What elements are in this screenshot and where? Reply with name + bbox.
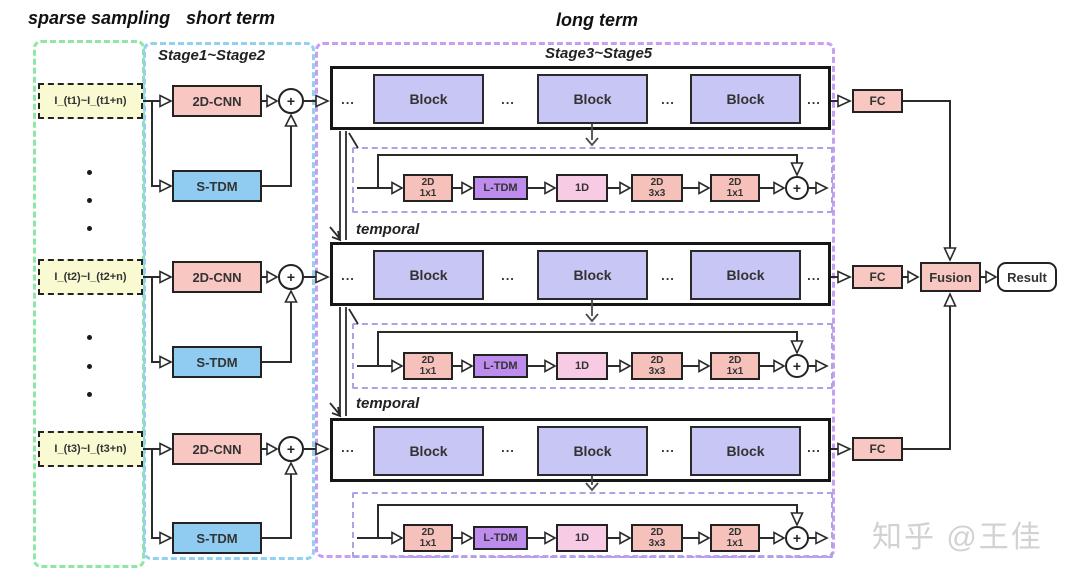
- ellipsis-dot: [87, 335, 92, 340]
- conv-2d-1x1-out-box: 2D 1x1: [710, 524, 760, 552]
- conv-2d-1x1-in-box: 2D 1x1: [403, 352, 453, 380]
- title-sparse-sampling: sparse sampling: [28, 8, 171, 28]
- ellipsis: ...: [341, 268, 355, 283]
- conv-label-top: 2D: [650, 354, 664, 366]
- block-box: Block: [690, 250, 801, 300]
- ellipsis: ...: [661, 92, 675, 107]
- add-circle-sub-2: +: [785, 354, 809, 378]
- ltdm-box: L-TDM: [473, 176, 528, 200]
- block-box: Block: [373, 250, 484, 300]
- conv-label-top: 2D: [421, 354, 435, 366]
- block-box: Block: [373, 426, 484, 476]
- conv-2d-1x1-out-box: 2D 1x1: [710, 174, 760, 202]
- stage-label-long: Stage3~Stage5: [545, 45, 653, 62]
- ellipsis: ...: [807, 92, 821, 107]
- block-box: Block: [537, 74, 648, 124]
- ellipsis-dot: [87, 392, 92, 397]
- ellipsis: ...: [341, 92, 355, 107]
- add-circle-3: +: [278, 436, 304, 462]
- conv-1d-box: 1D: [556, 524, 608, 552]
- add-circle-sub-1: +: [785, 176, 809, 200]
- result-box: Result: [997, 262, 1057, 292]
- conv-label-bottom: 1x1: [726, 187, 744, 199]
- conv-2d-3x3-box: 2D 3x3: [631, 352, 683, 380]
- stdm-box-1: S-TDM: [172, 170, 262, 202]
- input-frames-box-1: I_(t1)~I_(t1+n): [38, 83, 143, 119]
- conv-label-top: 2D: [728, 354, 742, 366]
- conv-2d-1x1-in-box: 2D 1x1: [403, 524, 453, 552]
- conv-2d-3x3-box: 2D 3x3: [631, 174, 683, 202]
- stage-label-short: Stage1~Stage2: [158, 47, 266, 64]
- conv-label-bottom: 1x1: [726, 365, 744, 377]
- conv-label-bottom: 3x3: [648, 365, 666, 377]
- ellipsis: ...: [501, 92, 515, 107]
- region-sparse-sampling: [33, 40, 145, 568]
- ltdm-box: L-TDM: [473, 354, 528, 378]
- conv-label-bottom: 3x3: [648, 187, 666, 199]
- ellipsis: ...: [661, 440, 675, 455]
- ellipsis: ...: [341, 440, 355, 455]
- add-circle-1: +: [278, 88, 304, 114]
- conv-1d-box: 1D: [556, 174, 608, 202]
- ellipsis-dot: [87, 170, 92, 175]
- fc-box-3: FC: [852, 437, 903, 461]
- conv-1d-box: 1D: [556, 352, 608, 380]
- temporal-label-2: temporal: [356, 395, 420, 412]
- ltdm-box: L-TDM: [473, 526, 528, 550]
- fusion-box: Fusion: [920, 262, 981, 292]
- ellipsis: ...: [661, 268, 675, 283]
- stdm-box-2: S-TDM: [172, 346, 262, 378]
- ellipsis: ...: [501, 268, 515, 283]
- watermark: 知乎 @王佳: [872, 521, 1043, 554]
- conv-2d-1x1-out-box: 2D 1x1: [710, 352, 760, 380]
- cnn-box-2: 2D-CNN: [172, 261, 262, 293]
- ellipsis-dot: [87, 364, 92, 369]
- conv-label-top: 2D: [650, 526, 664, 538]
- conv-label-top: 2D: [421, 526, 435, 538]
- conv-2d-1x1-in-box: 2D 1x1: [403, 174, 453, 202]
- conv-label-top: 2D: [650, 176, 664, 188]
- fc-box-1: FC: [852, 89, 903, 113]
- title-short-term: short term: [186, 8, 276, 28]
- conv-label-top: 2D: [728, 176, 742, 188]
- block-box: Block: [690, 74, 801, 124]
- conv-label-bottom: 3x3: [648, 537, 666, 549]
- add-circle-2: +: [278, 264, 304, 290]
- ellipsis-dot: [87, 226, 92, 231]
- ellipsis: ...: [807, 268, 821, 283]
- conv-label-top: 2D: [728, 526, 742, 538]
- block-box: Block: [690, 426, 801, 476]
- block-box: Block: [537, 250, 648, 300]
- input-frames-box-2: I_(t2)~I_(t2+n): [38, 259, 143, 295]
- conv-label-bottom: 1x1: [726, 537, 744, 549]
- temporal-label-1: temporal: [356, 221, 420, 238]
- conv-label-top: 2D: [421, 176, 435, 188]
- ellipsis: ...: [807, 440, 821, 455]
- add-circle-sub-3: +: [785, 526, 809, 550]
- input-frames-box-3: I_(t3)~I_(t3+n): [38, 431, 143, 467]
- conv-2d-3x3-box: 2D 3x3: [631, 524, 683, 552]
- cnn-box-1: 2D-CNN: [172, 85, 262, 117]
- fc-box-2: FC: [852, 265, 903, 289]
- conv-label-bottom: 1x1: [419, 187, 437, 199]
- block-box: Block: [537, 426, 648, 476]
- block-box: Block: [373, 74, 484, 124]
- region-short-term: [143, 42, 315, 560]
- stdm-box-3: S-TDM: [172, 522, 262, 554]
- conv-label-bottom: 1x1: [419, 537, 437, 549]
- cnn-box-3: 2D-CNN: [172, 433, 262, 465]
- title-long-term: long term: [556, 10, 639, 30]
- ellipsis-dot: [87, 198, 92, 203]
- conv-label-bottom: 1x1: [419, 365, 437, 377]
- ellipsis: ...: [501, 440, 515, 455]
